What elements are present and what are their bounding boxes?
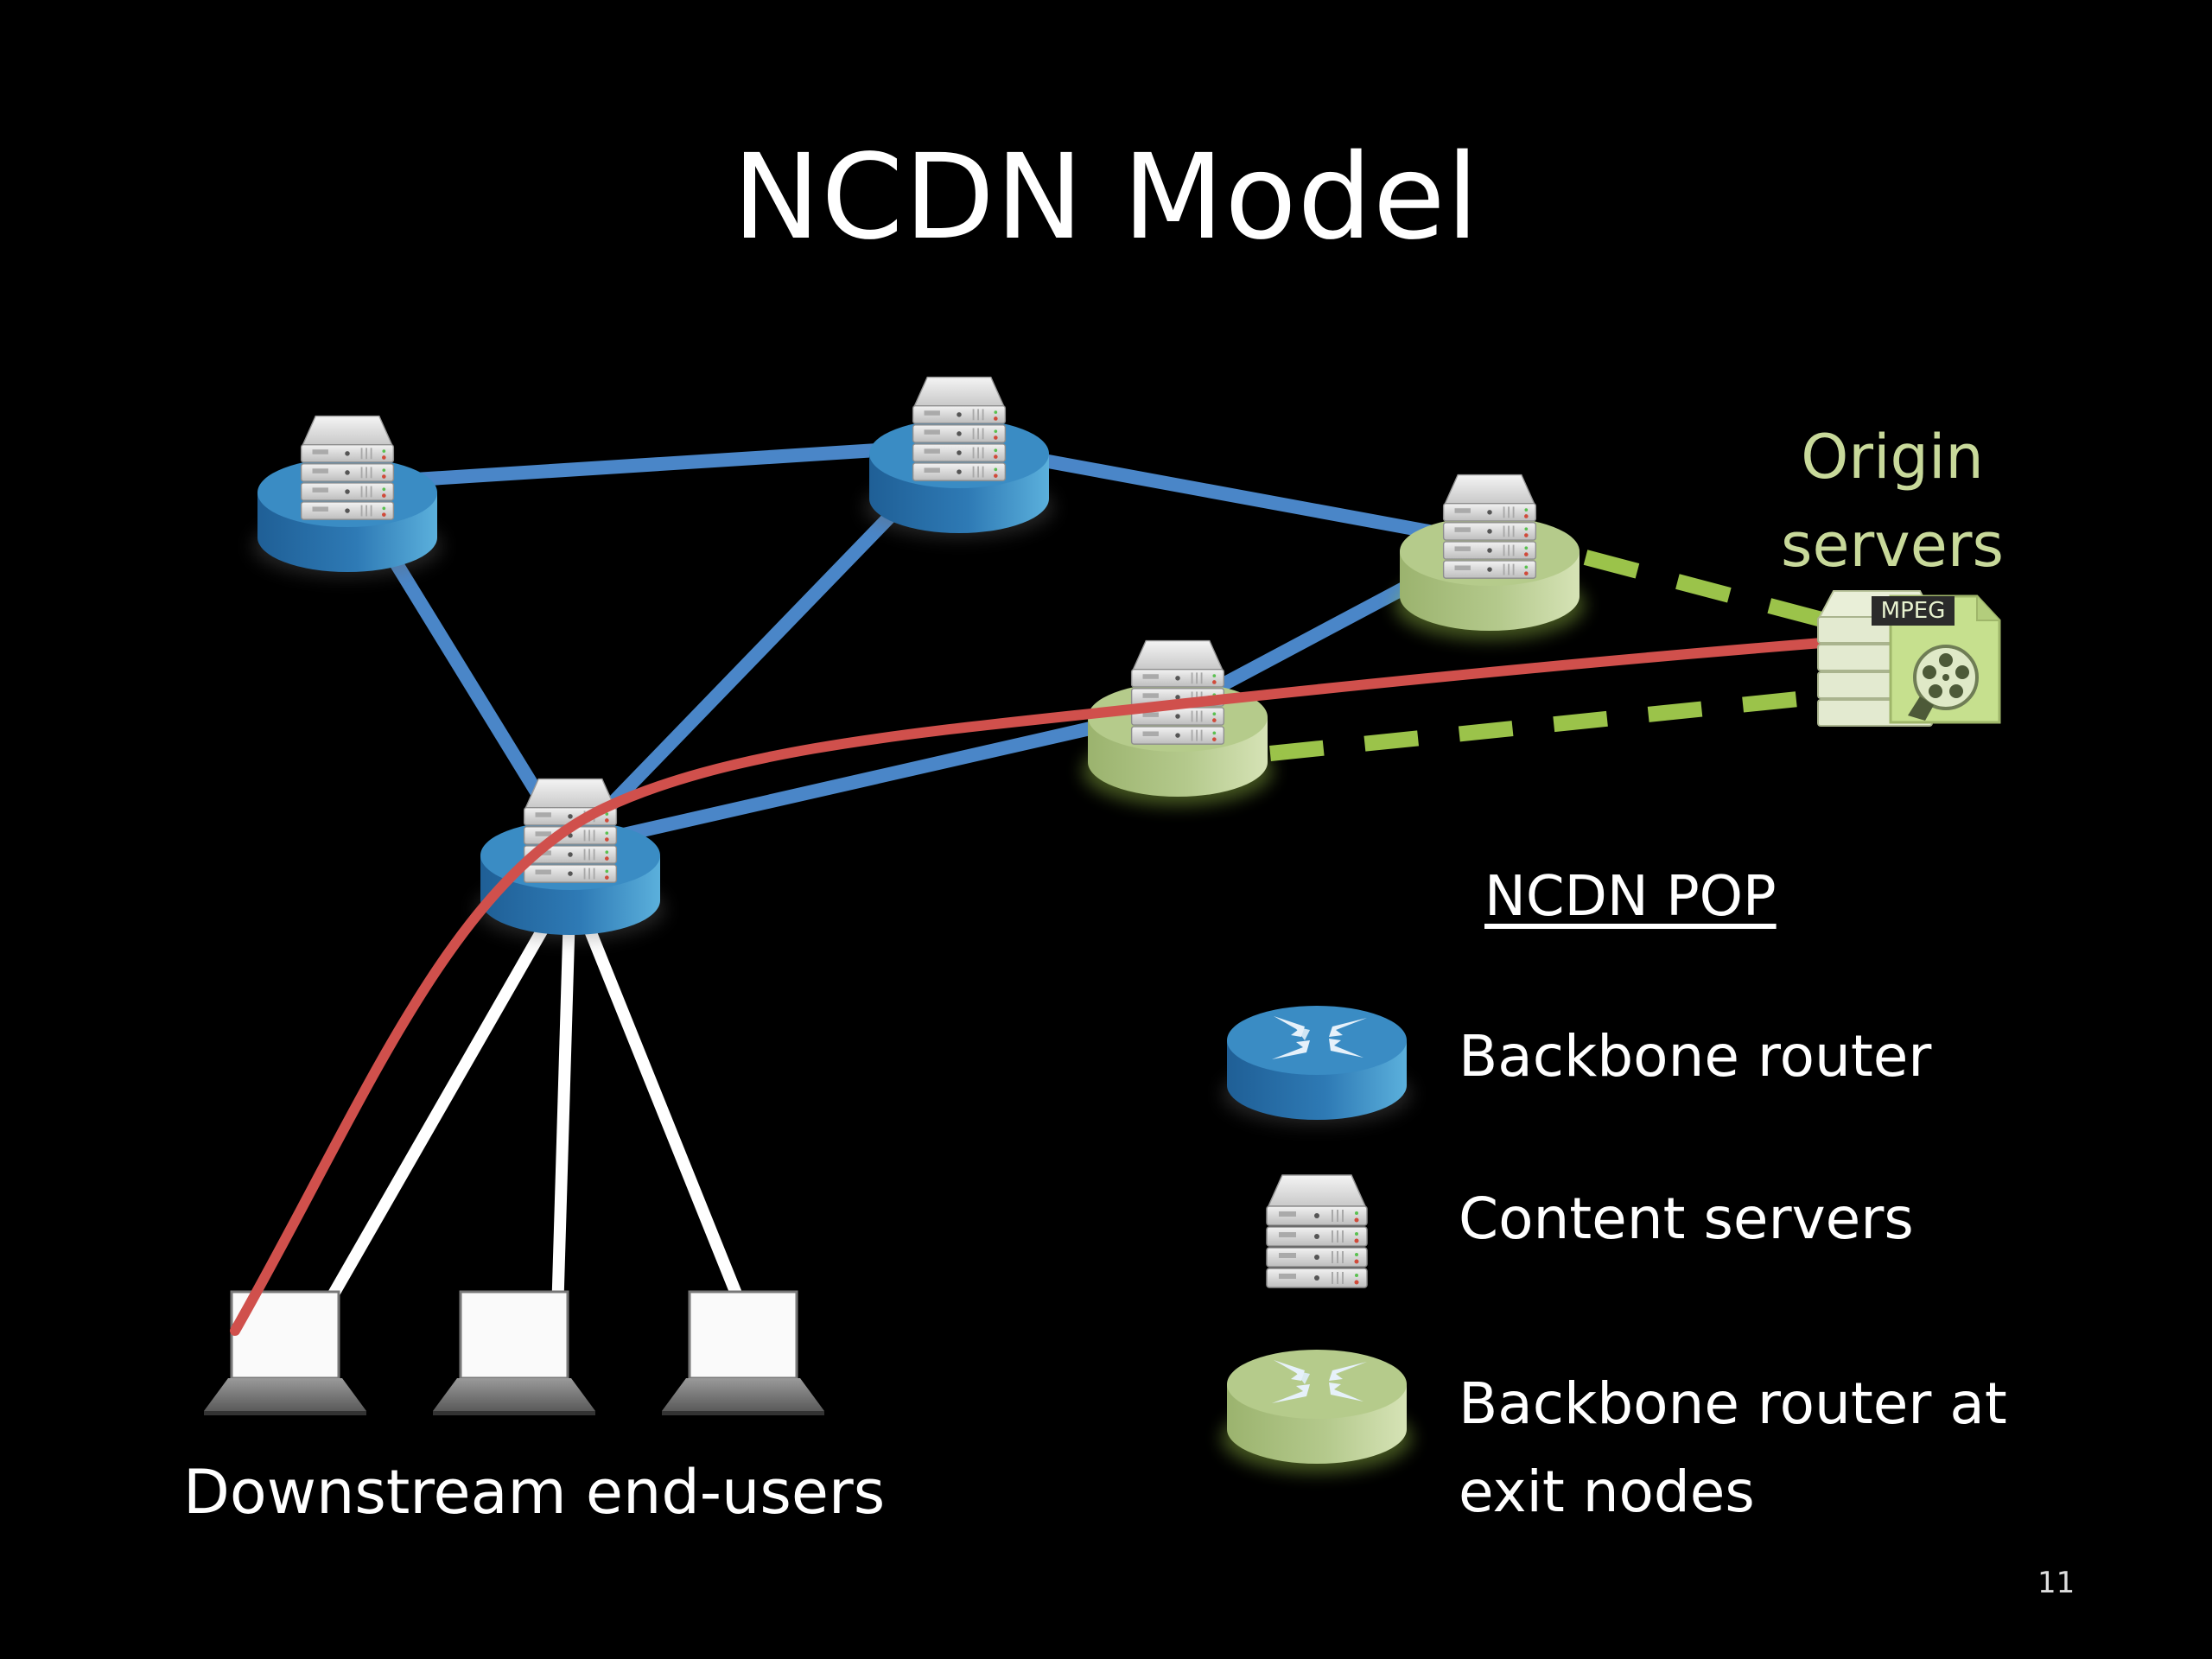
pop-node-pop-a	[252, 415, 442, 577]
user-link-1	[315, 878, 576, 1319]
request-path	[230, 634, 1872, 1336]
origin-label-line-1: Origin	[1801, 422, 1984, 493]
backbone-link-pop-a-pop-b	[346, 438, 960, 491]
film-reel-icon	[1908, 645, 1979, 721]
slide-number: 11	[2037, 1566, 2075, 1600]
laptop-icon	[202, 1290, 368, 1417]
content-servers-icon	[1442, 474, 1537, 580]
legend-content-servers-icon	[1266, 1174, 1368, 1288]
content-servers-icon	[912, 376, 1007, 482]
mpeg-badge-text: MPEG	[1881, 598, 1946, 624]
exit-link-pop-c-origin	[1583, 550, 1834, 630]
legend-icons	[1222, 1006, 1412, 1472]
pop-node-pop-e	[475, 778, 665, 940]
nodes-layer	[202, 376, 1585, 1417]
legend-label-backbone-router: Backbone router	[1459, 1023, 1932, 1090]
origin-label-line-2: servers	[1780, 510, 2005, 581]
mpeg-badge	[1872, 596, 1955, 626]
legend-label-exit-router: Backbone router at exit nodes	[1459, 1360, 2007, 1536]
legend-title: NCDN POP	[1484, 865, 1777, 929]
laptop-icon	[431, 1290, 597, 1417]
legend-exit-router-icon	[1222, 1350, 1412, 1472]
backbone-link-pop-e-pop-d	[569, 702, 1179, 854]
content-servers-icon	[1130, 639, 1225, 746]
laptop-icon	[660, 1290, 826, 1417]
slide-title: NCDN Model	[732, 130, 1480, 266]
downstream-users-label: Downstream end-users	[183, 1457, 886, 1528]
request-path-layer	[230, 634, 1872, 1336]
origin-servers-label: Origin servers	[1780, 413, 2005, 589]
legend-label-exit-router-line-1: Backbone router at	[1459, 1370, 2007, 1437]
legend-backbone-router-icon	[1222, 1006, 1412, 1125]
pop-node-pop-c	[1395, 474, 1585, 639]
exit-link-pop-d-origin	[1269, 688, 1833, 761]
legend-label-content-servers: Content servers	[1459, 1185, 1914, 1252]
pop-node-pop-b	[864, 376, 1054, 538]
user-link-3	[564, 879, 751, 1318]
origin-server-icon: MPEG	[1817, 590, 2001, 727]
user-link-2	[551, 880, 576, 1316]
legend-label-exit-router-line-2: exit nodes	[1459, 1459, 1755, 1525]
content-servers-icon	[300, 415, 395, 521]
